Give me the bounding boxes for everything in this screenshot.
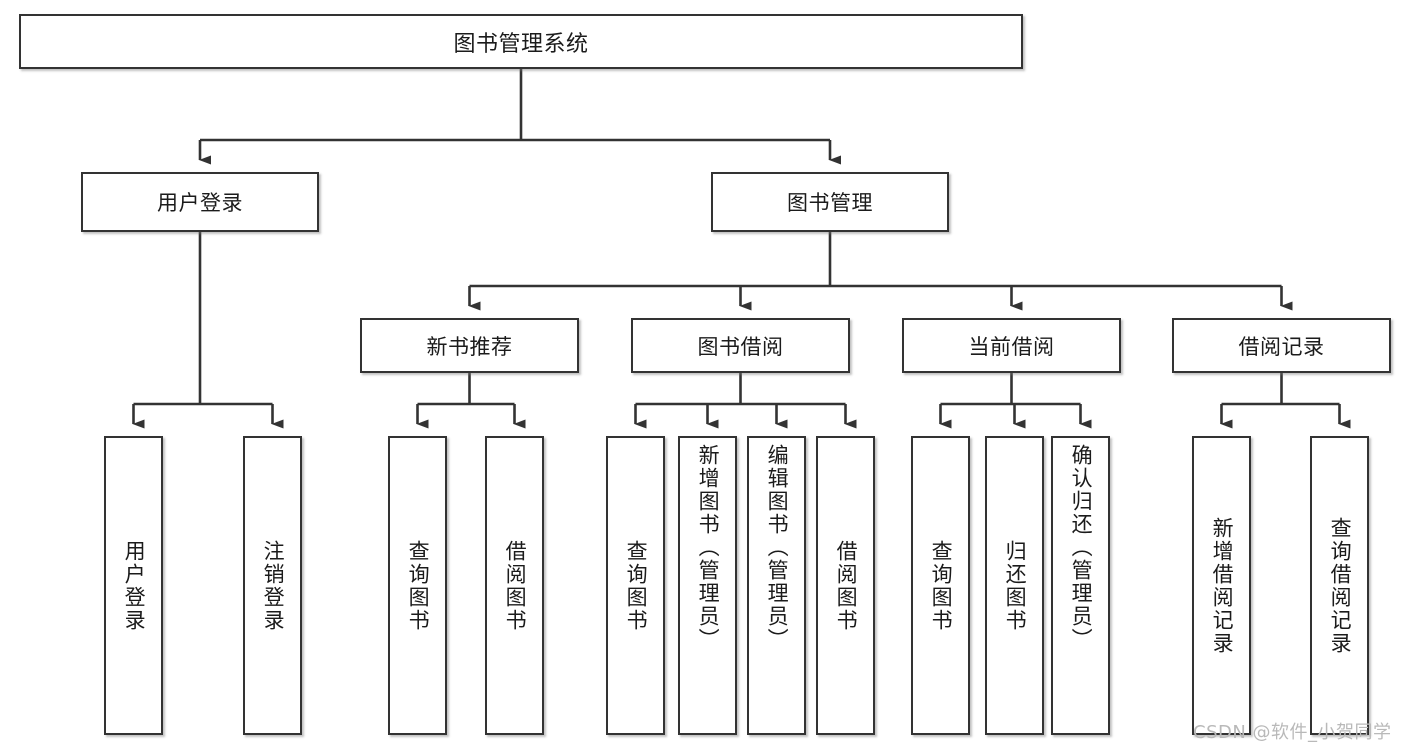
node-book-borrow[interactable]: 图书借阅: [631, 318, 850, 373]
node-leaf-add-record[interactable]: 新增借阅记录: [1192, 436, 1251, 735]
node-leaf-return-book[interactable]: 归还图书: [985, 436, 1044, 735]
node-leaf-borrow-book-1-label: 借阅图书: [503, 539, 528, 632]
node-leaf-query-book-3-label: 查询图书: [929, 539, 954, 632]
node-leaf-query-record-label: 查询借阅记录: [1328, 516, 1353, 655]
csdn-watermark: CSDN @软件_小贺同学: [1193, 722, 1392, 743]
node-new-book-rec[interactable]: 新书推荐: [360, 318, 579, 373]
node-root[interactable]: 图书管理系统: [19, 14, 1023, 69]
node-book-manage[interactable]: 图书管理: [711, 172, 949, 232]
node-leaf-borrow-book-2-label: 借阅图书: [834, 539, 859, 632]
node-leaf-add-book-label: 新增图书（管理员）: [696, 444, 721, 651]
node-leaf-user-logout-label: 注销登录: [261, 539, 286, 632]
node-leaf-edit-book[interactable]: 编辑图书（管理员）: [747, 436, 806, 735]
node-leaf-return-book-label: 归还图书: [1003, 539, 1028, 632]
node-leaf-add-book[interactable]: 新增图书（管理员）: [678, 436, 737, 735]
node-book-borrow-label: 图书借阅: [697, 334, 784, 359]
node-leaf-confirm-return[interactable]: 确认归还（管理员）: [1051, 436, 1110, 735]
node-root-label: 图书管理系统: [453, 31, 589, 57]
node-leaf-query-book-3[interactable]: 查询图书: [911, 436, 970, 735]
node-leaf-query-book-2[interactable]: 查询图书: [606, 436, 665, 735]
node-leaf-user-login-label: 用户登录: [122, 539, 147, 632]
node-leaf-user-login[interactable]: 用户登录: [104, 436, 163, 735]
node-leaf-user-logout[interactable]: 注销登录: [243, 436, 302, 735]
node-current-borrow[interactable]: 当前借阅: [902, 318, 1121, 373]
node-leaf-query-book-2-label: 查询图书: [624, 539, 649, 632]
node-user-login-label: 用户登录: [157, 191, 243, 215]
node-leaf-borrow-book-2[interactable]: 借阅图书: [816, 436, 875, 735]
node-leaf-query-record[interactable]: 查询借阅记录: [1310, 436, 1369, 735]
node-borrow-record-label: 借阅记录: [1238, 334, 1325, 359]
node-user-login[interactable]: 用户登录: [81, 172, 319, 232]
node-leaf-borrow-book-1[interactable]: 借阅图书: [485, 436, 544, 735]
node-current-borrow-label: 当前借阅: [968, 334, 1055, 359]
node-leaf-add-record-label: 新增借阅记录: [1210, 516, 1235, 655]
node-book-manage-label: 图书管理: [787, 191, 873, 215]
node-borrow-record[interactable]: 借阅记录: [1172, 318, 1391, 373]
node-leaf-query-book-1-label: 查询图书: [406, 539, 431, 632]
node-new-book-rec-label: 新书推荐: [426, 334, 513, 359]
node-leaf-query-book-1[interactable]: 查询图书: [388, 436, 447, 735]
node-leaf-confirm-return-label: 确认归还（管理员）: [1069, 444, 1094, 651]
node-leaf-edit-book-label: 编辑图书（管理员）: [765, 444, 790, 651]
